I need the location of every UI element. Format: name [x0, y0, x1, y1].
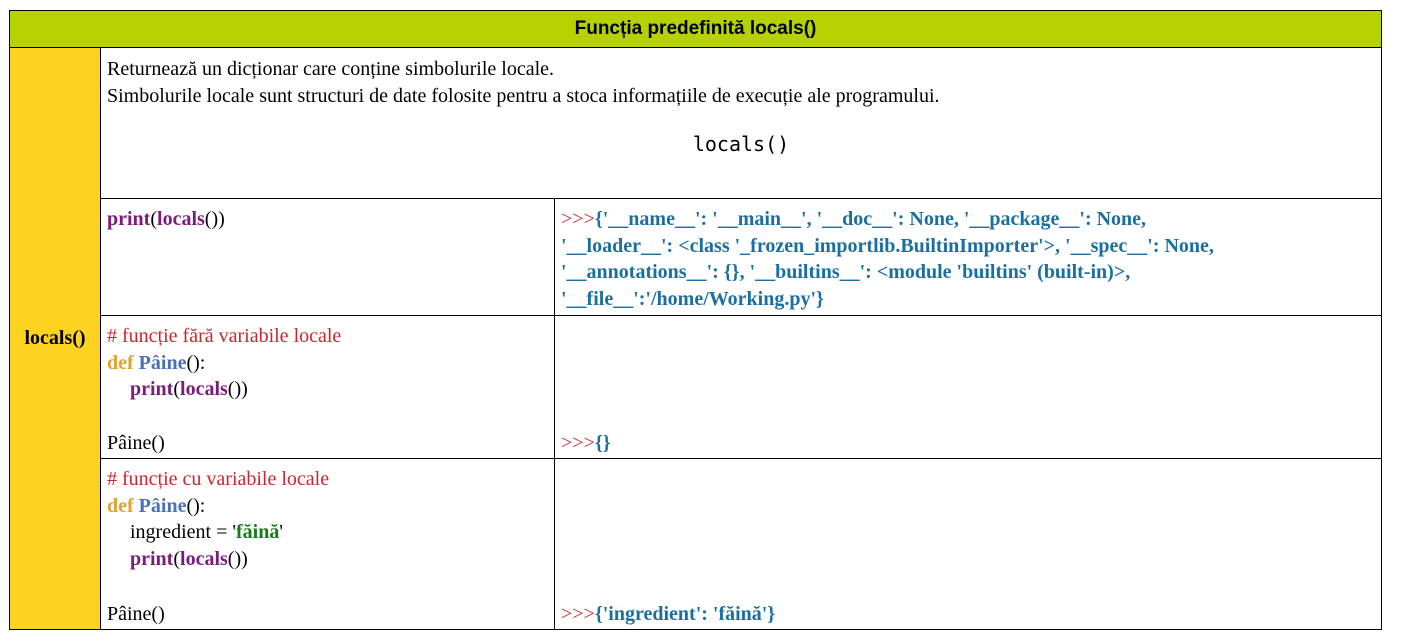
example-3-code: # funcție cu variabile locale def Pâine(… [100, 458, 555, 630]
code-comment: # funcție fără variabile locale [107, 325, 342, 347]
side-label: locals() [9, 47, 101, 630]
example-2-output: >>>{} [554, 315, 1382, 459]
description-cell: Returnează un dicționar care conține sim… [100, 47, 1382, 199]
example-2-code: # funcție fără variabile locale def Pâin… [100, 315, 555, 459]
syntax: locals() [692, 132, 790, 156]
function-call: Pâine() [107, 431, 165, 454]
prompt: >>> [561, 208, 595, 230]
example-row-2: # funcție fără variabile locale def Pâin… [10, 315, 1382, 459]
example-3-output: >>>{'ingredient': 'făină'} [554, 458, 1382, 630]
example-1-code: print(locals()) [100, 198, 555, 316]
code-comment: # funcție cu variabile locale [107, 468, 330, 490]
locals-reference-table: Funcția predefinită locals() locals() Re… [9, 10, 1382, 630]
function-call: Pâine() [107, 602, 165, 625]
table-title: Funcția predefinită locals() [9, 10, 1382, 48]
title-row: Funcția predefinită locals() [9, 10, 1382, 48]
example-row-1: print(locals()) >>>{'__name__': '__main_… [10, 198, 1382, 316]
example-1-output: >>>{'__name__': '__main__', '__doc__': N… [554, 198, 1382, 316]
description-line-2: Simbolurile locale sunt structuri de dat… [107, 85, 940, 107]
description-line-1: Returnează un dicționar care conține sim… [107, 58, 555, 80]
description-row: locals() Returnează un dicționar care co… [9, 47, 1382, 630]
example-row-3: # funcție cu variabile locale def Pâine(… [10, 458, 1382, 630]
